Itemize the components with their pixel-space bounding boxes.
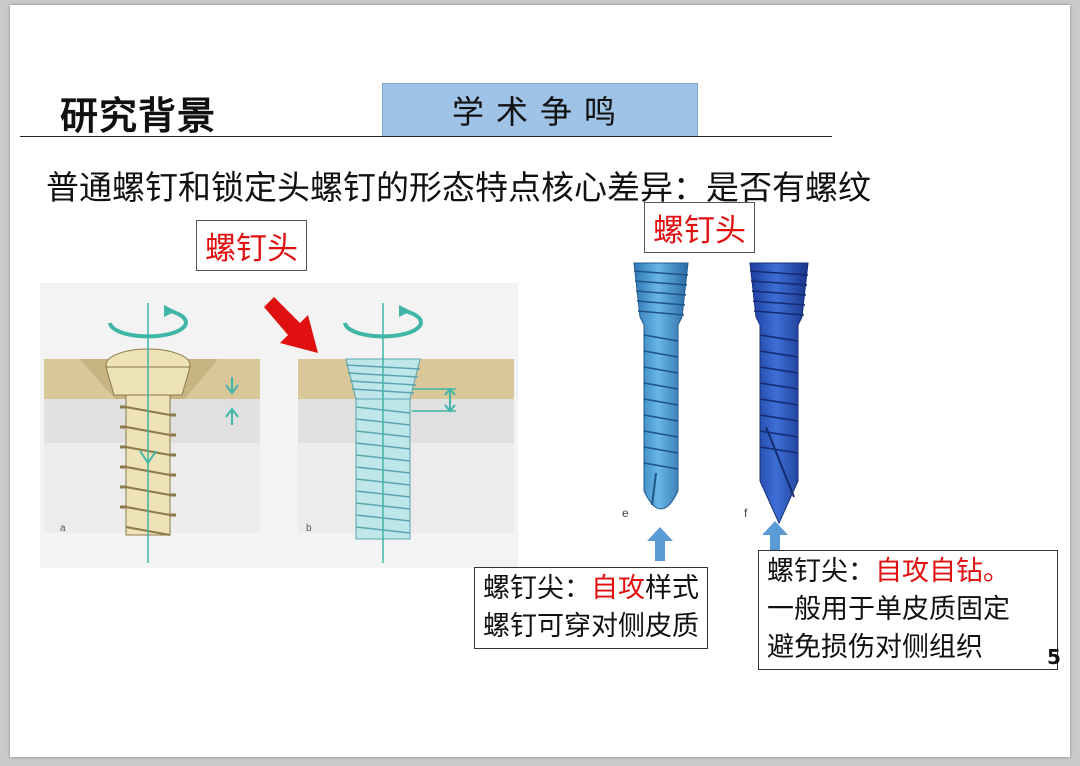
slide-title: 研究背景 [60,94,217,138]
panel-a-label: a [60,523,66,534]
note-line-2: 螺钉可穿对侧皮质 [483,611,699,642]
screw-bone-figure: a b [40,283,518,568]
subtitle: 普通螺钉和锁定头螺钉的形态特点核心差异：是否有螺纹 [46,168,871,207]
panel-b-label: b [306,523,312,534]
topic-badge: 学术争鸣 [382,83,698,137]
note-line-1: 螺钉尖：自攻自钻。 [767,556,1010,587]
note-line-3: 避免损伤对侧组织 [767,632,983,663]
blue-up-arrow-icon [647,527,673,561]
red-arrow-icon [264,297,318,353]
title-divider [20,136,832,137]
slide: 研究背景 学术争鸣 普通螺钉和锁定头螺钉的形态特点核心差异：是否有螺纹 a [10,5,1070,757]
locking-screws-figure: e f [622,262,809,525]
panel-b: b [298,303,514,563]
panel-e-label: e [622,506,629,520]
tip-note-self-tapping: 螺钉尖：自攻样式 螺钉可穿对侧皮质 [474,567,708,649]
screw-head-label: 螺钉头 [644,202,755,253]
note-line-1: 螺钉尖：自攻样式 [483,573,699,604]
note-line-2: 一般用于单皮质固定 [767,594,1010,625]
screw-e: e [622,262,689,520]
screw-head-label: 螺钉头 [196,220,307,271]
screw-f: f [744,262,809,525]
panel-a: a [44,303,260,563]
page-number: 5 [1047,645,1061,669]
panel-f-label: f [744,506,748,520]
tip-note-self-drilling: 螺钉尖：自攻自钻。 一般用于单皮质固定 避免损伤对侧组织 [758,550,1058,670]
blue-up-arrow-icon [762,521,788,555]
